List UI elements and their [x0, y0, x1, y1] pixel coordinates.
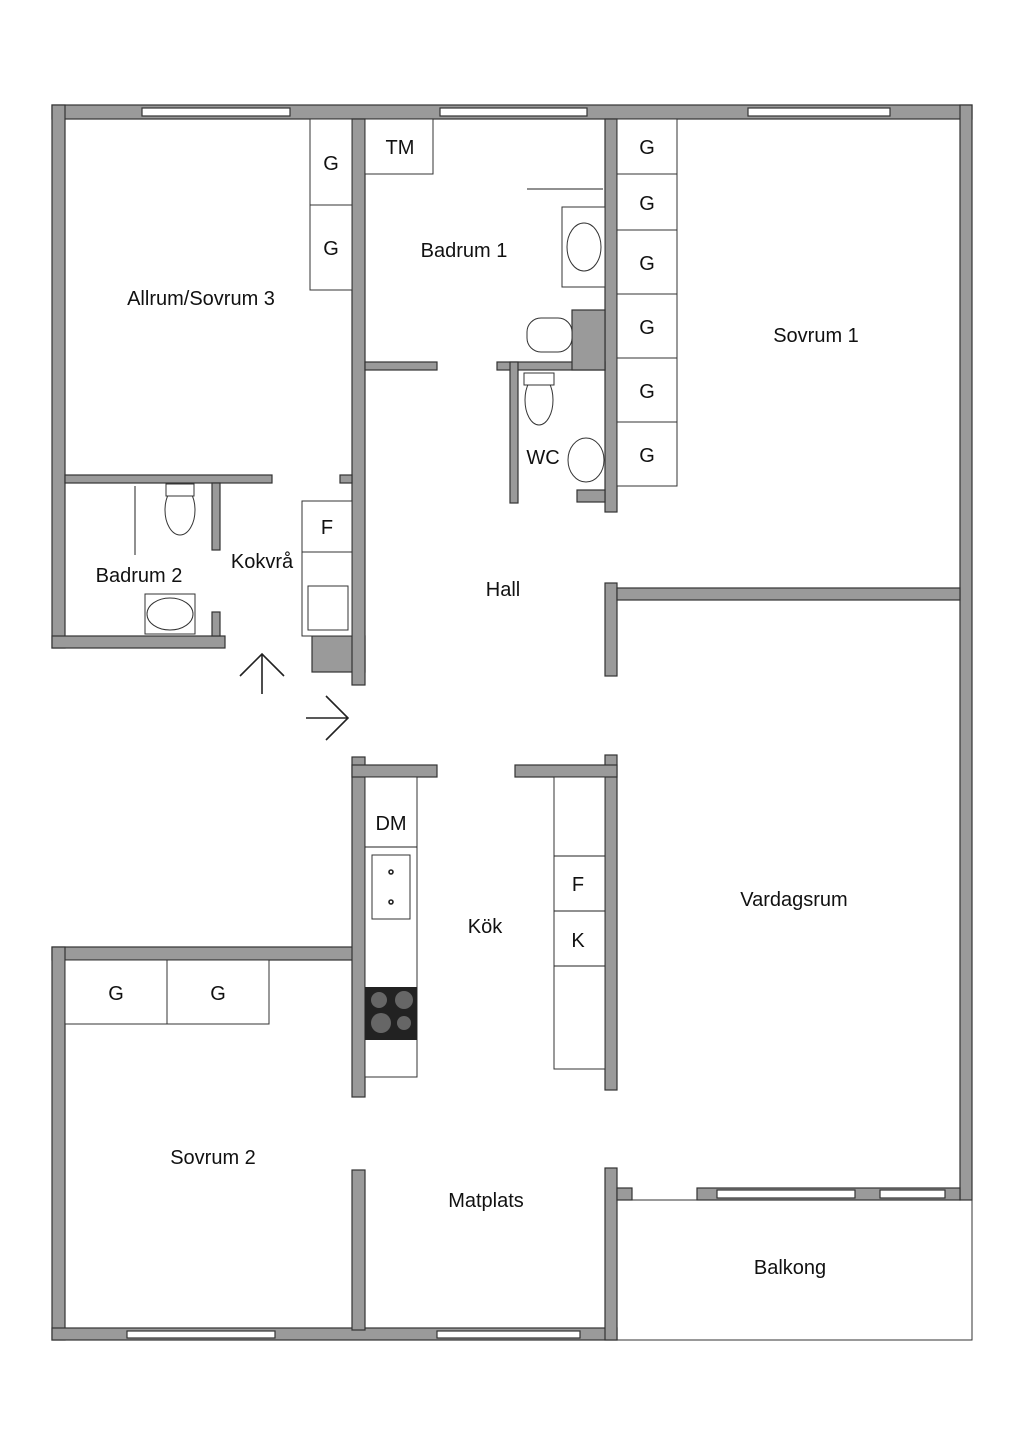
wardrobe-label: G [639, 137, 655, 159]
wardrobe-label: G [210, 983, 226, 1005]
sink-icon [307, 585, 349, 631]
room-balkong: Balkong [754, 1257, 826, 1279]
wardrobe-label: G [108, 983, 124, 1005]
sanitary-fixtures [134, 188, 606, 635]
room-sovrum1: Sovrum 1 [773, 325, 859, 347]
basin-icon [146, 597, 194, 631]
arrow-right-icon [306, 695, 350, 741]
room-allrum: Allrum/Sovrum 3 [127, 288, 275, 310]
room-vardagsrum: Vardagsrum [740, 889, 847, 911]
wardrobe-label: G [639, 193, 655, 215]
freezer-label: K [571, 930, 585, 952]
balcony-outline [616, 1199, 973, 1341]
room-badrum2: Badrum 2 [96, 565, 183, 587]
room-matplats: Matplats [448, 1190, 524, 1212]
room-wc: WC [526, 447, 559, 469]
wardrobe-label: G [323, 238, 339, 260]
room-labels: Allrum/Sovrum 3 Badrum 1 Sovrum 1 WC Bad… [96, 240, 859, 1279]
entrance-arrows [239, 652, 350, 741]
arrow-up-icon [239, 652, 285, 694]
wardrobe-label: G [323, 153, 339, 175]
windows [126, 107, 946, 1339]
room-kok: Kök [468, 916, 503, 938]
appliances: TM F DM F K [301, 118, 606, 1078]
room-kokvra: Kokvrå [231, 551, 294, 573]
basin-icon [567, 437, 605, 483]
washer-label: TM [386, 137, 415, 159]
wardrobes: G G G G G G G G G G [64, 118, 678, 1025]
fridge-label: F [572, 874, 584, 896]
wardrobe-label: G [639, 445, 655, 467]
room-hall: Hall [486, 579, 520, 601]
room-sovrum2: Sovrum 2 [170, 1147, 256, 1169]
wardrobe-label: G [639, 253, 655, 275]
fridge-label: F [321, 517, 333, 539]
basin-icon [566, 222, 602, 272]
toilet-icon [526, 317, 573, 353]
dishwasher-label: DM [375, 813, 406, 835]
room-badrum1: Badrum 1 [421, 240, 508, 262]
wardrobe-label: G [639, 381, 655, 403]
double-sink-icon [371, 854, 411, 920]
wardrobe-label: G [639, 317, 655, 339]
